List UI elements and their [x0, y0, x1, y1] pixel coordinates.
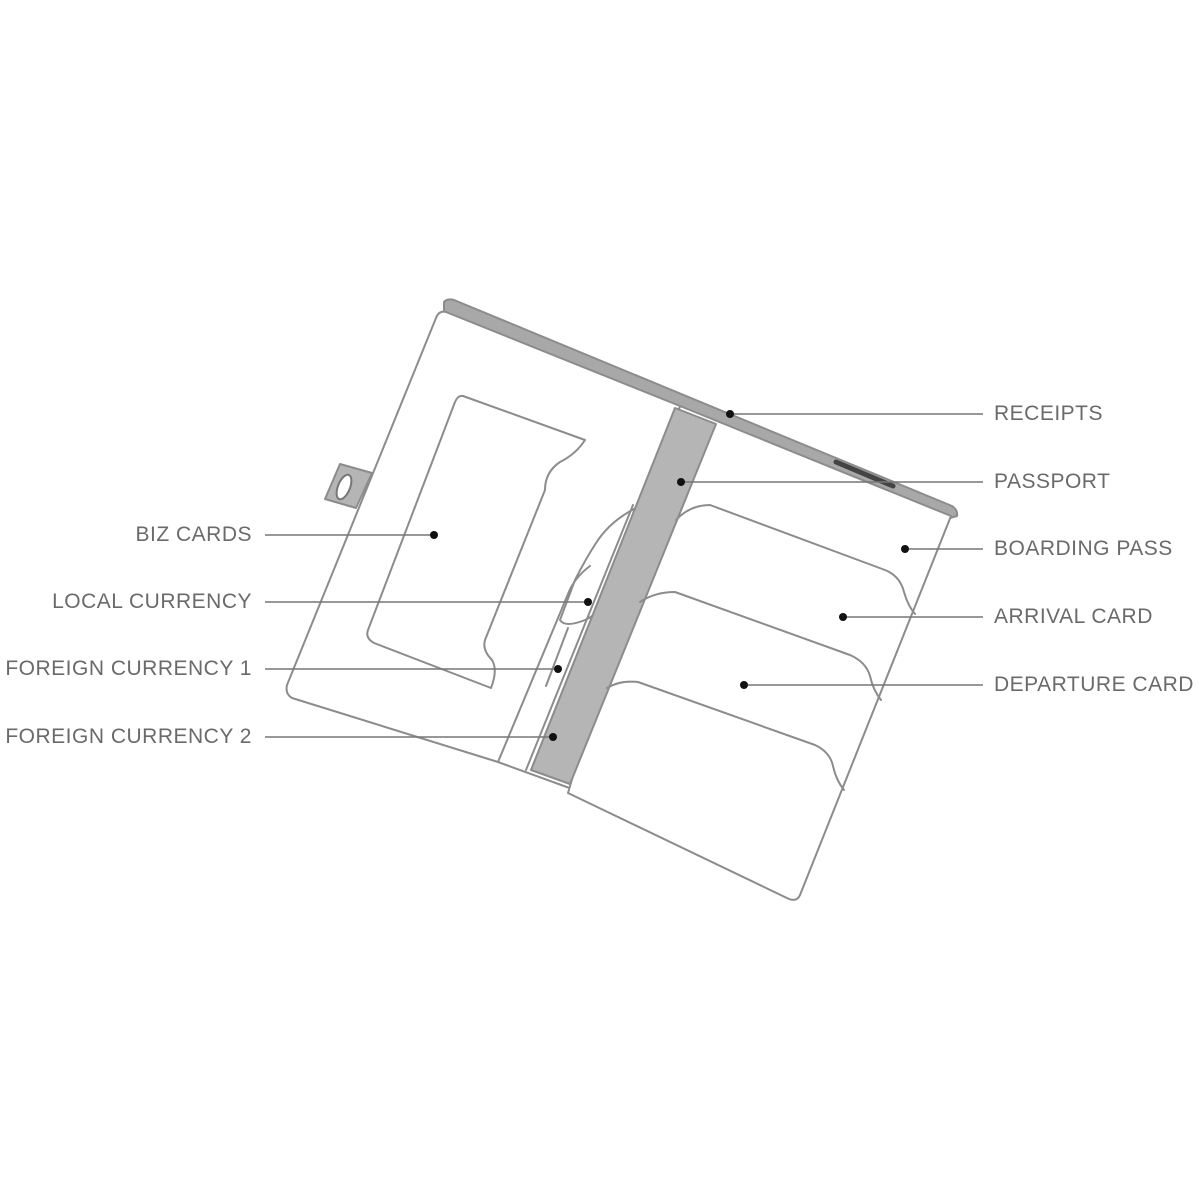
departure-card-pocket — [606, 680, 845, 791]
foreign-currency-1-pocket — [545, 627, 569, 687]
dot-local-currency — [584, 598, 592, 606]
inner-spine-edge — [525, 504, 634, 771]
label-foreign-currency-1: FOREIGN CURRENCY 1 — [5, 657, 252, 680]
label-passport: PASSPORT — [994, 470, 1111, 493]
label-boarding-pass: BOARDING PASS — [994, 537, 1173, 560]
dot-passport — [677, 478, 685, 486]
biz-cards-pocket — [366, 394, 586, 689]
label-local-currency: LOCAL CURRENCY — [52, 590, 252, 613]
dot-arrival-card — [839, 613, 847, 621]
label-arrival-card: ARRIVAL CARD — [994, 605, 1153, 628]
label-biz-cards: BIZ CARDS — [135, 523, 252, 546]
passport-sleeve — [530, 407, 717, 785]
dot-departure-card — [740, 681, 748, 689]
dot-foreign-currency-1 — [554, 665, 562, 673]
dot-biz-cards — [430, 531, 438, 539]
pen-loop-hole — [335, 473, 353, 501]
boarding-pass-pocket — [675, 504, 916, 615]
wallet-top-edge — [443, 298, 959, 521]
arrival-card-pocket — [639, 591, 882, 701]
dot-foreign-currency-2 — [549, 733, 557, 741]
label-departure-card: DEPARTURE CARD — [994, 673, 1194, 696]
label-foreign-currency-2: FOREIGN CURRENCY 2 — [5, 725, 252, 748]
label-receipts: RECEIPTS — [994, 402, 1104, 425]
dot-receipts — [726, 410, 734, 418]
dot-boarding-pass — [901, 545, 909, 553]
